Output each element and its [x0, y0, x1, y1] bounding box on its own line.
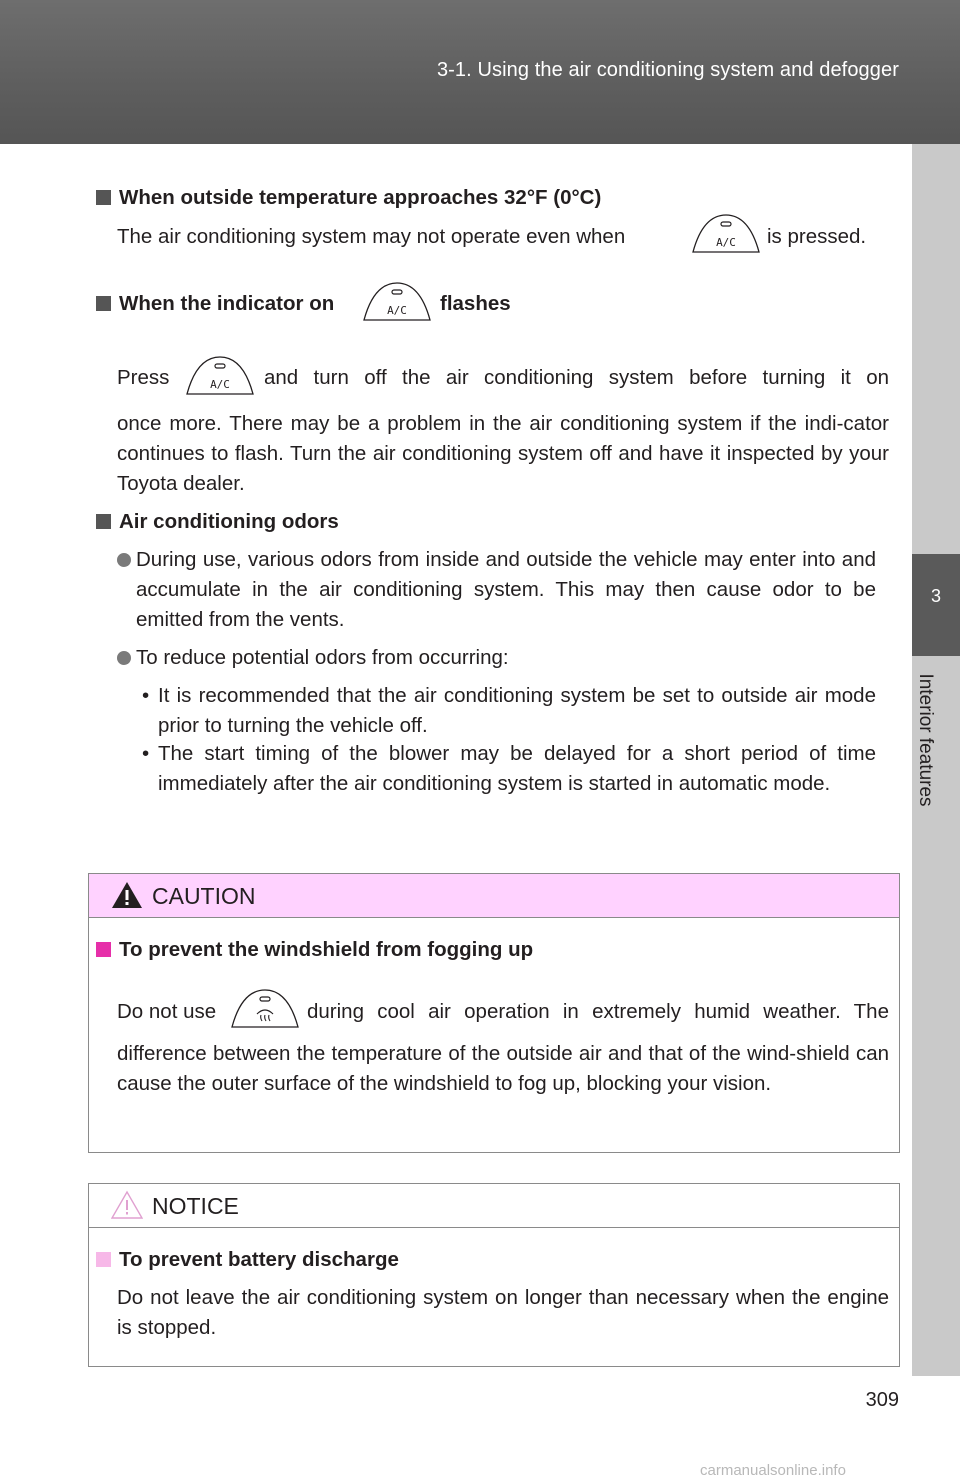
caution-title: CAUTION: [152, 883, 256, 909]
notice-title: NOTICE: [152, 1193, 239, 1219]
caution-heading: To prevent the windshield from fogging u…: [96, 935, 533, 965]
section-text: Press: [117, 366, 170, 389]
ac-button-icon: A/C: [363, 282, 431, 321]
chapter-number: 3: [930, 586, 941, 606]
square-bullet-icon: [96, 296, 111, 311]
chapter-tab: 3: [912, 554, 960, 656]
svg-text:A/C: A/C: [210, 378, 230, 391]
caution-header: CAUTION: [89, 874, 899, 918]
sub-bullet-icon: •: [142, 742, 150, 765]
list-item: To reduce potential odors from occurring…: [136, 646, 509, 669]
section-heading: flashes: [440, 292, 511, 315]
caution-text: difference between the temperature of th…: [117, 1042, 889, 1095]
section-title: 3-1. Using the air conditioning system a…: [436, 59, 899, 81]
watermark: carmanualsonline.info: [700, 1462, 846, 1479]
chapter-label: Interior features: [915, 673, 936, 807]
square-bullet-icon: [96, 514, 111, 529]
square-bullet-icon: [96, 942, 111, 957]
caution-box: CAUTION: [88, 873, 900, 1153]
square-bullet-icon: [96, 190, 111, 205]
list-item: It is recommended that the air condition…: [158, 684, 876, 737]
side-tab-background: [912, 144, 960, 554]
ac-button-icon: A/C: [692, 214, 760, 253]
list-item: The start timing of the blower may be de…: [158, 742, 876, 795]
notice-heading: To prevent battery discharge: [96, 1245, 399, 1275]
ac-button-icon: A/C: [186, 356, 254, 395]
bullet-icon: [117, 651, 131, 665]
list-item: During use, various odors from inside an…: [136, 548, 876, 631]
warning-outline-icon: [111, 1190, 143, 1219]
caution-text: during cool air operation in extremely h…: [307, 1000, 889, 1023]
defroster-button-icon: [231, 989, 299, 1028]
section-heading: When the indicator on: [96, 289, 334, 319]
sub-bullet-icon: •: [142, 684, 150, 707]
page-number: 309: [865, 1389, 899, 1411]
section-text: is pressed.: [767, 225, 867, 248]
svg-text:A/C: A/C: [716, 236, 736, 249]
side-tab-background: [912, 656, 960, 1376]
caution-text: Do not use: [117, 1000, 217, 1023]
section-text: The air conditioning system may not oper…: [117, 225, 626, 248]
square-bullet-icon: [96, 1252, 111, 1267]
section-heading: Air conditioning odors: [96, 507, 339, 537]
notice-box: NOTICE: [88, 1183, 900, 1367]
bullet-icon: [117, 553, 131, 567]
warning-icon: [112, 882, 142, 908]
section-text: and turn off the air conditioning system…: [264, 366, 889, 389]
section-text: once more. There may be a problem in the…: [117, 412, 889, 495]
section-heading: When outside temperature approaches 32°F…: [96, 183, 601, 213]
page-header: 3-1. Using the air conditioning system a…: [0, 0, 960, 144]
notice-header: NOTICE: [89, 1184, 899, 1228]
svg-text:A/C: A/C: [387, 304, 407, 317]
notice-text: Do not leave the air conditioning system…: [117, 1286, 889, 1339]
